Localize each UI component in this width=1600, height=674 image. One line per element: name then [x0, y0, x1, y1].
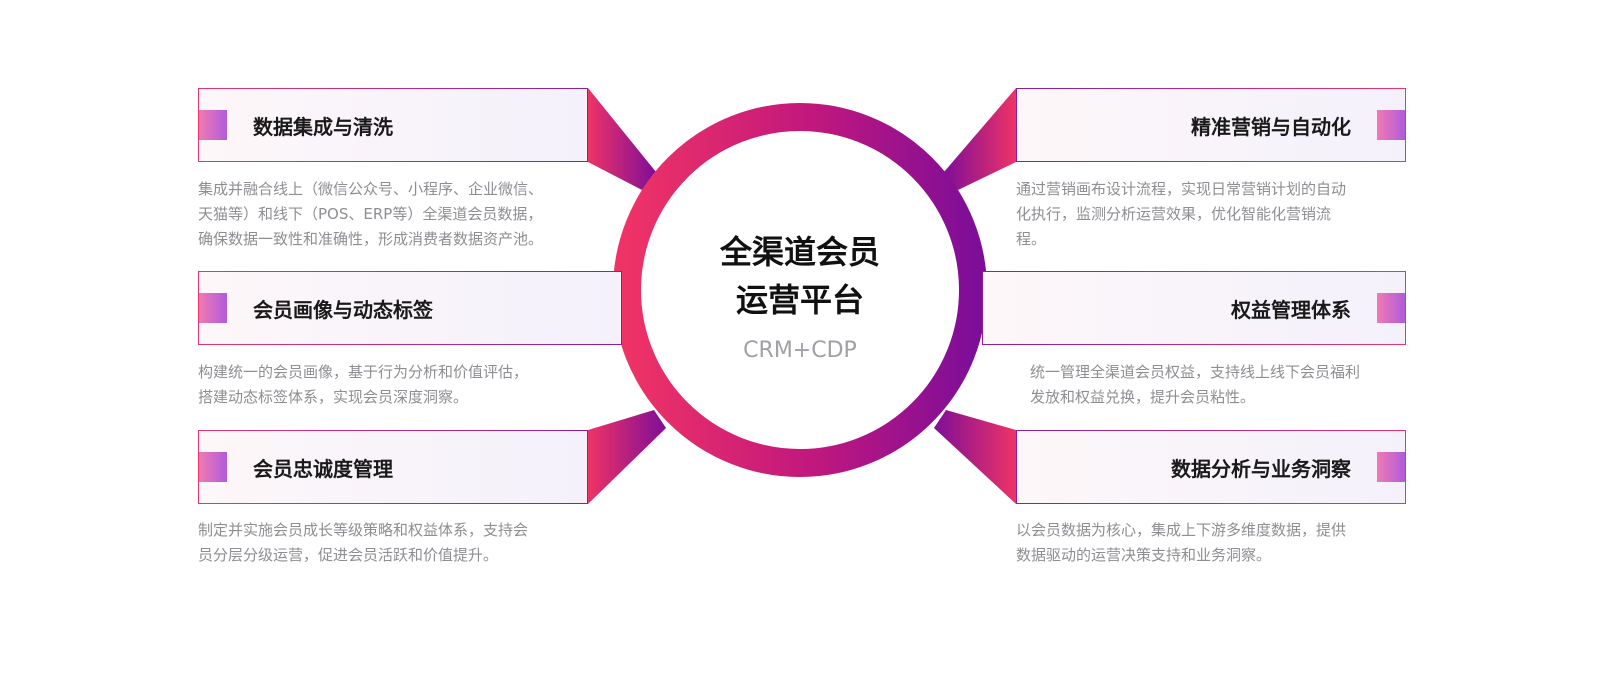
feature-title-data-integration: 数据集成与清洗	[253, 114, 393, 139]
desc-line: 制定并实施会员成长等级策略和权益体系，支持会	[198, 521, 529, 539]
feature-title-benefits: 权益管理体系	[1231, 297, 1351, 322]
feature-title-analytics: 数据分析与业务洞察	[1171, 456, 1351, 481]
feature-desc-data-integration: 集成并融合线上（微信公众号、小程序、企业微信、 天猫等）和线下（POS、ERP等…	[198, 177, 543, 252]
feature-title-precision-marketing: 精准营销与自动化	[1191, 114, 1351, 139]
feature-box-data-integration: 数据集成与清洗	[198, 88, 588, 162]
desc-line: 确保数据一致性和准确性，形成消费者数据资产池。	[198, 230, 544, 248]
connector-wedge-bottom-left	[588, 410, 666, 504]
desc-line: 天猫等）和线下（POS、ERP等）全渠道会员数据，	[198, 205, 543, 223]
feature-desc-precision-marketing: 通过营销画布设计流程，实现日常营销计划的自动 化执行，监测分析运营效果，优化智能…	[1016, 177, 1346, 252]
center-disc	[642, 132, 958, 448]
connector-wedge-top-left	[588, 88, 656, 190]
feature-desc-benefits: 统一管理全渠道会员权益，支持线上线下会员福利 发放和权益兑换，提升会员粘性。	[1030, 360, 1360, 410]
desc-line: 发放和权益兑换，提升会员粘性。	[1030, 388, 1256, 406]
center-title-line2: 运营平台	[735, 281, 864, 319]
desc-line: 构建统一的会员画像，基于行为分析和价值评估，	[198, 363, 529, 381]
desc-line: 数据驱动的运营决策支持和业务洞察。	[1016, 546, 1272, 564]
desc-line: 化执行，监测分析运营效果，优化智能化营销流	[1016, 205, 1332, 223]
desc-line: 统一管理全渠道会员权益，支持线上线下会员福利	[1030, 363, 1361, 381]
desc-line: 员分层分级运营，促进会员活跃和价值提升。	[198, 546, 499, 564]
center-subtitle: CRM+CDP	[743, 338, 857, 363]
feature-desc-profile-tags: 构建统一的会员画像，基于行为分析和价值评估， 搭建动态标签体系，实现会员深度洞察…	[198, 360, 528, 410]
desc-line: 以会员数据为核心，集成上下游多维度数据，提供	[1016, 521, 1347, 539]
feature-title-loyalty: 会员忠诚度管理	[253, 456, 393, 481]
feature-desc-analytics: 以会员数据为核心，集成上下游多维度数据，提供 数据驱动的运营决策支持和业务洞察。	[1016, 518, 1346, 568]
feature-box-precision-marketing: 精准营销与自动化	[1016, 88, 1406, 162]
feature-marker	[1377, 110, 1405, 140]
desc-line: 集成并融合线上（微信公众号、小程序、企业微信、	[198, 180, 544, 198]
center-ring	[613, 103, 987, 477]
feature-title-profile-tags: 会员画像与动态标签	[253, 297, 433, 322]
feature-marker	[199, 452, 227, 482]
center-title-line1: 全渠道会员	[719, 233, 880, 271]
feature-marker	[1377, 452, 1405, 482]
feature-desc-loyalty: 制定并实施会员成长等级策略和权益体系，支持会 员分层分级运营，促进会员活跃和价值…	[198, 518, 528, 568]
connector-wedge-bottom-right	[934, 410, 1016, 504]
desc-line: 通过营销画布设计流程，实现日常营销计划的自动	[1016, 180, 1347, 198]
feature-marker	[199, 110, 227, 140]
feature-box-profile-tags: 会员画像与动态标签	[198, 271, 622, 345]
feature-box-loyalty: 会员忠诚度管理	[198, 430, 588, 504]
feature-box-benefits: 权益管理体系	[982, 271, 1406, 345]
connector-wedge-top-right	[944, 88, 1016, 190]
desc-line: 搭建动态标签体系，实现会员深度洞察。	[198, 388, 469, 406]
desc-line: 程。	[1016, 230, 1047, 248]
feature-box-analytics: 数据分析与业务洞察	[1016, 430, 1406, 504]
feature-marker	[1377, 293, 1405, 323]
feature-marker	[199, 293, 227, 323]
platform-center-label: 全渠道会员 运营平台 CRM+CDP	[660, 228, 940, 363]
